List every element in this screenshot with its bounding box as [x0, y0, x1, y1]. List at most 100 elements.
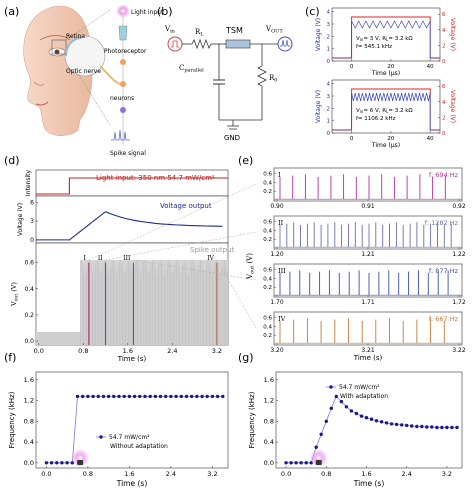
zoom-connector [88, 183, 257, 261]
x-tick-label: 0.8 [78, 347, 88, 355]
marker-label-IV: IV [207, 255, 214, 262]
resistor-r0 [257, 65, 267, 87]
x-axis-label: Time (s) [353, 479, 385, 488]
x-tick-label: 20 [387, 136, 394, 142]
spike-signal-icon [111, 129, 130, 141]
frequency-point [349, 409, 354, 413]
vout-y-tick-label: 0.0 [24, 338, 34, 345]
y-tick-label-left: 0 [327, 131, 331, 137]
frequency-point [455, 425, 459, 430]
x-tick-label: 1.6 [361, 470, 371, 478]
trace-frequency-IV: f: 667 Hz [429, 315, 459, 323]
frequency-note: f= 545.1 kHz [356, 44, 392, 50]
frequency-point [55, 461, 59, 465]
note-part: = 6 V, R [363, 108, 386, 114]
frequency-point [65, 461, 69, 465]
frequency-point [200, 394, 204, 399]
light-input-label: Light input: 350 nm 54.7 mW/cm² [96, 174, 215, 182]
note-part: L [386, 109, 389, 114]
x-tick-label: 1.70 [270, 299, 284, 306]
frequency-point [179, 394, 183, 399]
panel-g-letter: (g) [238, 351, 254, 364]
y-axis-label-right: Voltage (V) [449, 90, 456, 123]
y-tick-label: 0.2 [263, 285, 272, 291]
intensity-axis-label: Intensity [25, 169, 32, 196]
frequency-point [148, 394, 152, 399]
x-tick-label: 0 [350, 64, 354, 70]
vout-label-part: out [250, 266, 256, 274]
x-tick-label: 1.22 [452, 251, 466, 258]
y-tick-label: 0.4 [263, 228, 272, 234]
y-tick-label-right: 0 [442, 131, 446, 137]
y-tick-label-right: 6 [442, 12, 446, 18]
y-tick-label-left: 2 [327, 106, 331, 112]
lens-shape [65, 37, 83, 57]
y-tick-label: 1.2 [264, 397, 274, 405]
frequency-point [60, 461, 64, 465]
x-tick-label: 1.71 [361, 299, 375, 306]
frequency-point [49, 461, 54, 465]
note-part: in [360, 37, 364, 42]
frequency-point [389, 422, 394, 426]
condition-note: Vin= 3 V, RL= 3.2 kΩ [356, 36, 413, 42]
note-part: V [356, 108, 360, 114]
marker-label-III: III [123, 255, 131, 262]
frequency-point [221, 394, 225, 399]
frequency-point [430, 425, 434, 429]
light-glow-icon [309, 449, 328, 467]
y-tick-label-left: 3 [327, 94, 331, 100]
frequency-point [210, 394, 215, 399]
y-tick-label-left: 0 [327, 59, 331, 65]
x-axis-label: Time (s) [116, 479, 148, 488]
x-axis-label: Time (s) [353, 354, 383, 362]
y-tick-label: 1.2 [24, 397, 34, 405]
frequency-point [359, 414, 364, 418]
x-tick-label: 20 [387, 64, 394, 70]
frequency-point [339, 399, 344, 404]
frequency-point [405, 423, 409, 428]
frequency-point [96, 394, 101, 399]
frequency-point [289, 461, 293, 465]
y-tick-label: 0.4 [263, 180, 272, 186]
frequency-point [91, 394, 95, 399]
spike-texture [80, 260, 228, 345]
frequency-point [400, 423, 404, 427]
legend-label: 54.7 mW/cm² [109, 434, 150, 441]
spike-trace-IV [279, 318, 445, 344]
frequency-point [44, 461, 49, 465]
vout-label-part: (V) [246, 253, 254, 266]
panel-d-plot: Light input: 350 nm 54.7 mW/cm² Intensity… [10, 169, 257, 363]
frequency-point [410, 424, 414, 428]
frequency-note: f= 1106.2 kHz [356, 116, 396, 122]
frequency-point [169, 394, 173, 399]
panel-b-letter: (b) [157, 5, 173, 18]
vout-axis-label: Vout (V) [10, 282, 20, 307]
frequency-point [184, 394, 189, 399]
frequency-point [445, 425, 449, 430]
frequency-point [324, 419, 328, 423]
y-tick-label-right: 2 [442, 43, 446, 49]
frequency-point [354, 411, 359, 416]
trace-label-IV: IV [278, 315, 286, 323]
legend-marker [329, 385, 333, 389]
output-oscillation-line [332, 92, 440, 131]
spike-trace-II [279, 222, 452, 248]
panel-b: (b) Vin RL TSM VOUT Cparallel R0 GND [157, 5, 293, 142]
y-tick-label: 1.6 [24, 376, 34, 384]
x-tick-label: 0.0 [281, 470, 291, 478]
y-axis-label-left: Voltage (V) [315, 90, 322, 123]
frequency-point [314, 445, 318, 449]
y-tick-label: 0.2 [263, 237, 272, 243]
x-tick-label: 0.0 [34, 347, 44, 355]
x-tick-label: 0.90 [270, 203, 284, 210]
voltage-output-line [36, 211, 223, 241]
y-tick-label: 0.4 [264, 438, 274, 446]
r0-label: R0 [269, 74, 277, 84]
frequency-point [334, 394, 338, 399]
frequency-point [143, 394, 147, 399]
lamp-icon [77, 460, 84, 465]
condition-note: Without adaptation [110, 443, 168, 450]
